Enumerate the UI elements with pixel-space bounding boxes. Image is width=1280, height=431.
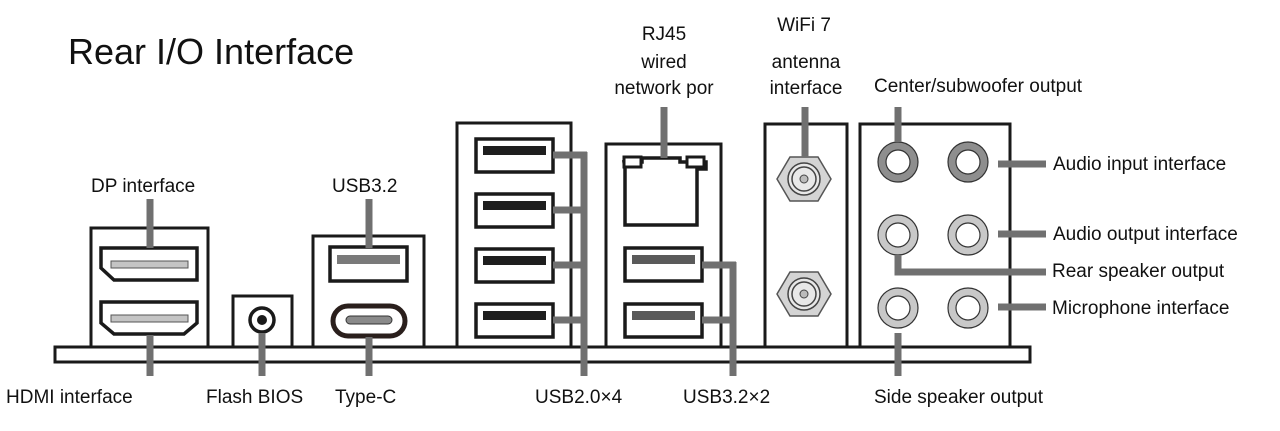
label-wifi-line2: antenna [772,52,841,73]
rear-speaker-leader [894,255,1046,276]
label-usb32x2: USB3.2×2 [683,387,770,408]
label-type-c: Type-C [335,387,396,408]
hdmi-port-slot [110,314,189,323]
label-usb32-top: USB3.2 [332,176,397,197]
label-rear-speaker: Rear speaker output [1052,261,1225,282]
usb20-block [455,121,573,349]
label-flash-bios: Flash BIOS [206,387,303,408]
io-baseplate [53,345,1032,364]
antenna-connector-1 [776,156,832,202]
label-rj45-line2: wired [640,52,686,73]
usb32-typec-block [311,234,426,349]
diagram-title: Rear I/O Interface [68,31,354,72]
label-rj45-line3: network por [614,78,714,99]
usb32x2-leader [702,261,737,376]
audio-jack-line-out [948,215,988,255]
label-center-sub: Center/subwoofer output [874,76,1083,97]
wifi-antenna-block [763,122,849,349]
type-c-port-slot [345,315,393,325]
usb20-port-4 [474,302,555,339]
rj45-port [621,156,708,227]
audio-jack-center-sub [878,142,918,182]
audio-jack-side-speaker [878,288,918,328]
usb20-port-1 [474,137,555,174]
rj45-led-left [622,155,643,169]
antenna-connector-2 [776,271,832,317]
audio-jack-microphone [948,288,988,328]
label-hdmi: HDMI interface [6,387,133,408]
label-rj45-line1: RJ45 [642,24,686,45]
label-audio-in: Audio input interface [1053,154,1226,175]
label-usb20x4: USB2.0×4 [535,387,623,408]
rj45-usb32-block [604,142,723,349]
usb20-leader [553,151,588,376]
audio-jack-line-in [948,142,988,182]
label-audio-out: Audio output interface [1053,224,1238,245]
audio-jack-rear-speaker [878,215,918,255]
usb32-port-slot [337,255,400,264]
rj45-led-right [685,155,706,169]
label-wifi-line3: interface [770,78,843,99]
usb32-rear-port-1 [623,246,704,283]
usb20-port-2 [474,192,555,229]
audio-block [858,122,1012,349]
label-side-speaker: Side speaker output [874,387,1044,408]
dp-port-slot [110,260,189,269]
usb20-port-3 [474,247,555,284]
usb32-rear-port-2 [623,302,704,339]
label-wifi-line1: WiFi 7 [777,15,831,36]
flash-bios-button-core [257,315,267,325]
label-dp: DP interface [91,176,195,197]
label-microphone: Microphone interface [1052,298,1229,319]
